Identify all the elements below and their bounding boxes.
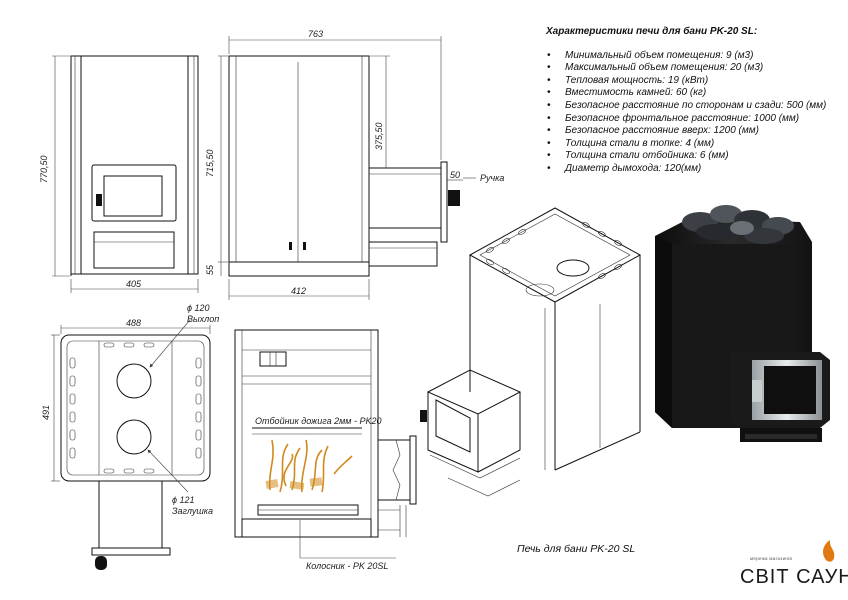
brand-logo: мережа магазинів СВІТ САУН <box>740 556 848 596</box>
front-view: 770,50 405 <box>39 55 199 293</box>
spec-item: Безопасное расстояние вверх: 1200 (мм) <box>546 125 846 138</box>
logo-flame-icon <box>823 540 835 562</box>
top-width-dim: 488 <box>126 318 141 328</box>
front-height-dim: 770,50 <box>39 155 49 183</box>
specs-list: Минимальный объем помещения: 9 (м3) Макс… <box>546 50 846 176</box>
exhaust-label: Выхлоп <box>187 314 219 324</box>
brand-name: СВІТ САУН <box>740 566 848 588</box>
spec-item: Максимальный объем помещения: 20 (м3) <box>546 62 846 75</box>
spec-item: Диаметр дымохода: 120(мм) <box>546 163 846 176</box>
spec-item: Безопасное расстояние по сторонам и сзад… <box>546 100 846 113</box>
section-view: Отбойник дожига 2мм - PK20 Колосник - PK… <box>234 329 417 571</box>
plug-dia-dim: ϕ 121 <box>172 495 195 505</box>
top-view: 488 491 ϕ 120 Выхлоп ϕ 121 Заглушка <box>41 303 219 570</box>
exhaust-dia-dim: ϕ 120 <box>187 303 210 313</box>
side-firebox-height-dim: 375,50 <box>374 122 384 150</box>
drawing-caption: Печь для бани PK-20 SL <box>517 543 636 555</box>
deflector-label: Отбойник дожига 2мм - PK20 <box>255 416 381 426</box>
top-depth-dim: 491 <box>41 405 51 420</box>
spec-item: Тепловая мощность: 19 (кВт) <box>546 75 846 88</box>
spec-item: Толщина стали в топке: 4 (мм) <box>546 138 846 151</box>
side-height-dim: 715,50 <box>205 149 215 177</box>
handle-label: Ручка <box>480 173 504 183</box>
grate-label: Колосник - PK 20SL <box>306 561 388 571</box>
brand-tagline: мережа магазинів <box>750 556 793 561</box>
stove-photo <box>655 205 830 442</box>
spec-item: Безопасное фронтальное расстояние: 1000 … <box>546 113 846 126</box>
side-width-dim: 412 <box>291 286 306 296</box>
overall-width-dim: 763 <box>308 29 323 39</box>
isometric-view <box>420 207 642 497</box>
specs-title: Характеристики печи для бани PK-20 SL: <box>546 26 758 37</box>
front-width-dim: 405 <box>126 279 142 289</box>
plug-label: Заглушка <box>172 506 213 516</box>
spec-item: Минимальный объем помещения: 9 (м3) <box>546 50 846 63</box>
side-view: 763 715,50 55 375,50 412 50 Ручка <box>205 29 504 300</box>
handle-offset-dim: 50 <box>450 170 460 180</box>
spec-item: Толщина стали отбойника: 6 (мм) <box>546 150 846 163</box>
stones-icon <box>682 205 794 244</box>
side-leg-dim: 55 <box>205 264 215 275</box>
spec-item: Вместимость камней: 60 (кг) <box>546 87 846 100</box>
specs-panel: Характеристики печи для бани PK-20 SL: М… <box>546 26 846 176</box>
